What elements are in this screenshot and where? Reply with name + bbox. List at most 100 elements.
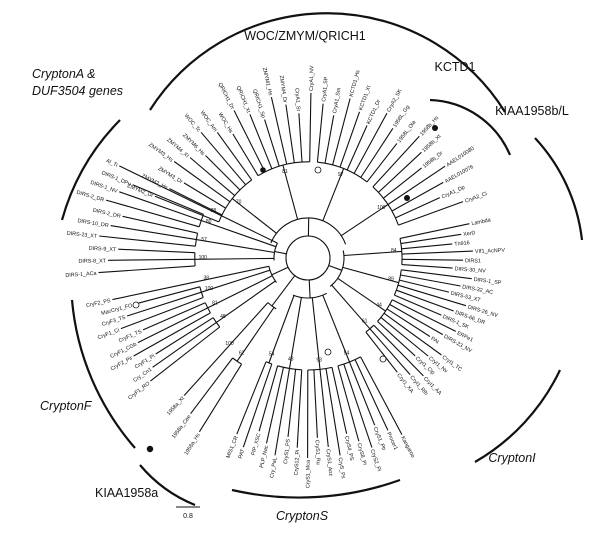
bootstrap-value: 43 [288,357,294,363]
tree-branch [233,110,266,173]
leaf-label: Tn916 [454,240,470,247]
tree-branch [332,98,351,166]
leaf-label: ZMYM2_Hs [140,173,168,191]
tree-branch [126,291,202,317]
leaf-label: DIRS-1_SP [473,277,502,286]
tree-branch [98,265,196,274]
tree-branch-arc [218,179,253,223]
leaf-label: Procer1 [385,431,398,451]
leaf-label: WOC_Hs [217,112,234,135]
node-marker-open [324,348,332,356]
tree-branch [201,219,277,248]
bootstrap-value: 70 [236,200,242,206]
tree-branch [328,264,342,271]
tree-branch [270,96,288,165]
tree-branch [296,369,303,448]
tree-branch [232,133,259,176]
leaf-label: CryS1_Ru [314,440,321,465]
tree-branch [282,164,299,220]
tree-branch [201,269,271,293]
tree-branch [105,199,200,228]
tree-branch [394,294,442,316]
clade-label-woc: WOC/ZMYM/QRICH1 [244,29,366,43]
leaf-label: PAt [429,336,440,346]
tree-branch [142,302,206,331]
leaf-label: CryA2_SK [386,88,404,113]
leaf-label: DIRS-30_NV [454,266,486,274]
tree-branch [249,114,273,170]
tree-branch [119,191,202,222]
tree-branch [99,235,196,247]
tree-branch [401,269,472,280]
tree-branch [365,331,398,373]
leaf-label: ZMYM2_Dr [126,183,154,199]
leaf-label: CryS8_Pi [355,442,367,466]
tree-branch [132,184,204,215]
tree-branch [173,161,231,203]
leaf-label: CryS12_Pi [294,450,301,476]
clade-label-cryptonA-line2: DUF3504 genes [32,84,123,98]
leaf-label: CryA1_SP [321,76,329,102]
tree-branch [339,111,361,168]
clade-label-kctd1: KCTD1 [435,60,476,74]
tree-branch [377,320,416,357]
bootstrap-value: 80 [206,219,212,225]
tree-branch [198,363,243,433]
tree-branch-arc [232,357,242,365]
leaf-label: 1958a_Hs [184,432,202,456]
clade-arc-cryptonS [231,478,401,499]
leaf-label: CryS_Ps [337,457,346,479]
tree-branch [110,225,197,241]
leaf-label: QRICH1_Xt [235,85,251,114]
leaf-label: CryF1_Pi [134,353,156,370]
tree-branch [285,104,295,163]
leaf-label: CryF2_PS [86,298,112,309]
leaf-label: DIRS-32_AC [462,284,494,296]
leaf-label: ZMYM1_Hs [261,67,273,96]
tree-branch-arc [372,186,399,226]
bootstrap-value: 88 [211,208,217,214]
tree-branch [118,248,195,254]
tree-branch [205,155,241,191]
tree-root-ring [285,235,331,281]
tree-branch [236,361,267,435]
clade-label-cryptonF: CryptonF [40,399,93,413]
clade-arc-cryptonI [474,369,561,463]
tree-branch [133,312,211,357]
tree-branch [242,363,273,448]
tree-branch-arc [267,302,277,310]
leaf-label: PAT [238,448,247,460]
tree-branch [398,201,464,226]
leaf-label: CryF1_CGb [109,342,137,360]
leaf-label: VIf1_AcNPV [475,248,506,255]
tree-branch [378,151,422,193]
bootstrap-value: 81 [282,169,288,175]
tree-branch [190,357,234,415]
tree-branch [383,167,422,199]
leaf-label: CryS1_Anz [325,449,334,477]
tree-branch [271,266,289,276]
clade-label-cryptonI: CryptonI [488,451,536,465]
tree-branch [360,127,394,178]
leaf-label: PIP_XSC [250,433,262,457]
tree-branch [107,258,195,261]
leaf-label: ZMYM4_Dr [278,75,288,103]
tree-branch [401,243,453,250]
tree-branch [231,198,277,234]
node-marker-filled [432,125,438,131]
leaf-label: CryA1_Dp [441,185,466,201]
node-marker-filled [260,167,266,173]
leaf-label: KCTD1_Hs [349,69,362,97]
tree-branch [353,112,388,174]
tree-branch-arc [329,250,345,287]
tree-branch [389,304,444,336]
tree-leaf-labels: ZMYM2_DrZMYM2_HsZMYM3_DrZMYM3_HsZMYM4_Xt… [65,65,505,488]
tree-branch [319,369,329,447]
leaf-label: DIRS-2_DR [76,190,105,204]
bootstrap-value: 38 [204,276,210,282]
tree-branch [112,280,199,301]
tree-branch [189,157,236,197]
tree-branch [122,215,198,234]
bootstrap-value: 44 [376,303,382,309]
tree-branches [98,92,473,459]
